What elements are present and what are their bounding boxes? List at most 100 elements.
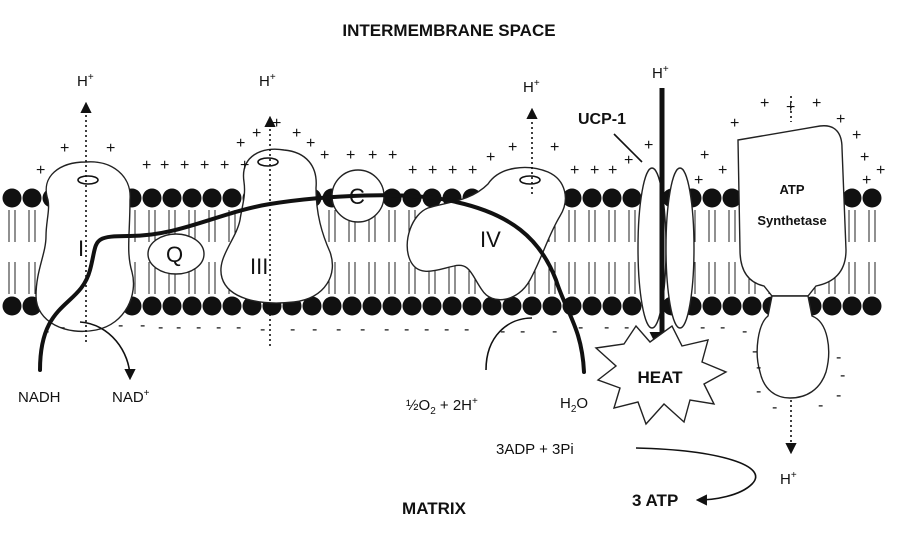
positive-charge-sign: + (812, 95, 821, 112)
heat-label: HEAT (637, 368, 683, 387)
proton-label-3: H+ (523, 78, 540, 96)
positive-charge-sign: + (590, 162, 599, 179)
negative-charge-sign: - (312, 321, 317, 338)
lipid-head-outer (842, 188, 862, 208)
negative-charge-sign: - (840, 367, 845, 384)
ubiquinone-label: Q (166, 242, 183, 267)
lipid-head-outer (622, 188, 642, 208)
ucp1-label: UCP-1 (578, 111, 626, 128)
lipid-head-inner (442, 296, 462, 316)
positive-charge-sign: + (448, 162, 457, 179)
negative-charge-sign: - (772, 399, 777, 416)
lipid-head-outer (722, 188, 742, 208)
lipid-head-outer (702, 188, 722, 208)
positive-charge-sign: + (142, 157, 151, 174)
proton-label-2: H+ (259, 72, 276, 90)
negative-charge-sign: - (404, 321, 409, 338)
intermembrane-space-label: INTERMEMBRANE SPACE (342, 21, 555, 40)
lipid-head-inner (522, 296, 542, 316)
positive-charge-sign: + (200, 157, 209, 174)
lipid-head-inner (202, 296, 222, 316)
negative-charge-sign: - (700, 319, 705, 336)
proton-label-4: H+ (652, 64, 669, 82)
lipid-head-inner (622, 296, 642, 316)
lipid-head-outer (862, 188, 882, 208)
positive-charge-sign: + (292, 125, 301, 142)
charge-signs: ++++++++++++++++++++++++++++++++++++++++… (36, 95, 885, 416)
negative-charge-sign: - (552, 323, 557, 340)
positive-charge-sign: + (608, 162, 617, 179)
lipid-head-inner (542, 296, 562, 316)
negative-charge-sign: - (118, 317, 123, 334)
lipid-head-outer (602, 188, 622, 208)
positive-charge-sign: + (346, 147, 355, 164)
nadh-label: NADH (18, 389, 61, 406)
positive-charge-sign: + (468, 162, 477, 179)
lipid-head-inner (482, 296, 502, 316)
negative-charge-sign: - (756, 383, 761, 400)
positive-charge-sign: + (486, 149, 495, 166)
positive-charge-sign: + (252, 125, 261, 142)
negative-charge-sign: - (624, 319, 629, 336)
lipid-head-inner (402, 296, 422, 316)
negative-charge-sign: - (836, 349, 841, 366)
lipid-head-inner (2, 296, 22, 316)
positive-charge-sign: + (306, 135, 315, 152)
positive-charge-sign: + (718, 162, 727, 179)
complex-iii-shape (220, 148, 334, 304)
water-label: H2O (560, 395, 588, 415)
lipid-head-outer (562, 188, 582, 208)
positive-charge-sign: + (272, 115, 281, 132)
lipid-head-inner (602, 296, 622, 316)
complex-iv-channel-icon (519, 175, 541, 185)
lipid-head-inner (702, 296, 722, 316)
atp-output-label: 3 ATP (632, 491, 678, 510)
lipid-head-inner (462, 296, 482, 316)
negative-charge-sign: - (818, 397, 823, 414)
positive-charge-sign: + (240, 157, 249, 174)
positive-charge-sign: + (852, 127, 861, 144)
atp-synthetase-bottom-shape (756, 295, 830, 399)
positive-charge-sign: + (508, 139, 517, 156)
positive-charge-sign: + (786, 99, 795, 116)
oxygen-entry-arc (485, 317, 533, 371)
ucp1-right-shape (665, 167, 695, 329)
negative-charge-sign: - (444, 321, 449, 338)
lipid-head-outer (162, 188, 182, 208)
negative-charge-sign: - (500, 323, 505, 340)
half-oxygen-label: ½O2 + 2H+ (406, 396, 478, 417)
complex-i-shape (35, 161, 135, 332)
negative-charge-sign: - (752, 343, 757, 360)
negative-charge-sign: - (604, 319, 609, 336)
positive-charge-sign: + (60, 140, 69, 157)
lipid-head-inner (382, 296, 402, 316)
complex-iii-label: III (250, 254, 268, 279)
positive-charge-sign: + (236, 135, 245, 152)
lipid-head-inner (502, 296, 522, 316)
lipid-head-inner (322, 296, 342, 316)
electron-transport-path (38, 193, 586, 374)
negative-charge-sign: - (742, 323, 747, 340)
negative-charge-sign: - (464, 321, 469, 338)
positive-charge-sign: + (160, 157, 169, 174)
positive-charge-sign: + (760, 95, 769, 112)
lipid-head-inner (162, 296, 182, 316)
complex-i-label: I (78, 236, 84, 261)
atp-synthetase-top-shape (737, 125, 847, 297)
lipid-head-outer (2, 188, 22, 208)
nad-plus-label: NAD+ (112, 388, 150, 406)
positive-charge-sign: + (624, 152, 633, 169)
negative-charge-sign: - (158, 319, 163, 336)
negative-charge-sign: - (578, 319, 583, 336)
negative-charge-sign: - (836, 387, 841, 404)
lipid-head-inner (822, 296, 842, 316)
lipid-head-inner (842, 296, 862, 316)
positive-charge-sign: + (860, 149, 869, 166)
positive-charge-sign: + (180, 157, 189, 174)
proton-label-5: H+ (780, 470, 797, 488)
positive-charge-sign: + (862, 172, 871, 189)
complex-i-channel-icon (77, 175, 99, 185)
lipid-head-outer (182, 188, 202, 208)
